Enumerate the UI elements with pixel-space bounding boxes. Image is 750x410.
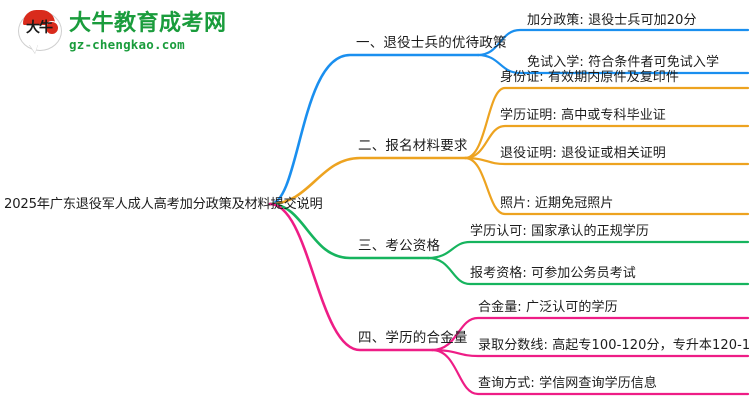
branch-connector-3 — [268, 202, 750, 286]
leaf-label-3-2[interactable]: 报考资格: 可参加公务员考试 — [470, 266, 636, 281]
branch-label-3[interactable]: 三、考公资格 — [358, 238, 441, 254]
logo-subtitle-text: gz-chengkao.com — [69, 36, 185, 52]
leaf-label-1-2[interactable]: 免试入学: 符合条件者可免试入学 — [527, 55, 720, 70]
branch-label-1[interactable]: 一、退役士兵的优待政策 — [356, 35, 507, 51]
branch-label-2[interactable]: 二、报名材料要求 — [358, 138, 468, 154]
logo-icon: 大牛 — [18, 10, 62, 54]
site-logo: 大牛 大牛教育成考网 gz-chengkao.com — [18, 6, 248, 58]
branch-connector-1 — [268, 28, 750, 206]
leaf-label-4-1[interactable]: 合金量: 广泛认可的学历 — [478, 300, 618, 315]
branch-label-4[interactable]: 四、学历的合金量 — [358, 330, 468, 346]
leaf-label-4-3[interactable]: 查询方式: 学信网查询学历信息 — [478, 376, 658, 391]
leaf-label-2-3[interactable]: 退役证明: 退役证或相关证明 — [500, 146, 666, 161]
root-node-label[interactable]: 2025年广东退役军人成人高考加分政策及材料提交说明 — [4, 197, 323, 212]
logo-red-cap-shape — [23, 10, 55, 25]
leaf-label-1-1[interactable]: 加分政策: 退役士兵可加20分 — [527, 13, 697, 28]
leaf-label-4-2[interactable]: 录取分数线: 高起专100-120分，专升本120-150分 — [478, 338, 750, 353]
leaf-label-2-2[interactable]: 学历证明: 高中或专科毕业证 — [500, 108, 666, 123]
branch-connector-2 — [268, 86, 750, 216]
leaf-label-3-1[interactable]: 学历认可: 国家承认的正规学历 — [470, 224, 650, 239]
leaf-label-2-4[interactable]: 照片: 近期免冠照片 — [500, 196, 614, 211]
logo-bubble-tail-shape — [29, 44, 38, 53]
logo-mark-text: 大牛 — [26, 20, 53, 36]
logo-wordmark: 大牛教育成考网 gz-chengkao.com — [69, 10, 227, 52]
logo-title-text: 大牛教育成考网 — [69, 10, 227, 36]
branch-connector-4 — [268, 202, 750, 396]
logo-red-dot-shape — [45, 21, 59, 35]
leaf-label-2-1[interactable]: 身份证: 有效期内原件及复印件 — [500, 70, 680, 85]
